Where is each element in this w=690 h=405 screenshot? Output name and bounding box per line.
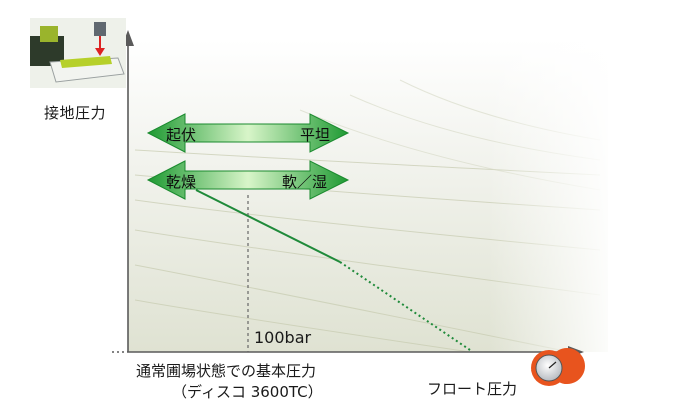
double-arrow-moisture: [146, 160, 350, 200]
reference-caption-line2: （ディスコ 3600TC）: [172, 383, 323, 401]
arrow-label-dry: 乾燥: [166, 173, 197, 191]
arrow-label-flat: 平坦: [300, 126, 331, 144]
arrow-label-soft-wet: 軟／湿: [282, 173, 328, 191]
reference-caption-line1: 通常圃場状態での基本圧力: [136, 362, 317, 380]
double-arrow-terrain: [146, 113, 350, 153]
y-axis-label: 接地圧力: [44, 104, 107, 122]
pressure-line: [195, 189, 471, 351]
pressure-gauge-icon: [531, 348, 585, 386]
mower-pressure-icon: [30, 18, 126, 88]
arrow-label-undulating: 起伏: [166, 126, 197, 144]
reference-value-label: 100bar: [254, 328, 312, 347]
x-axis-label: フロート圧力: [427, 380, 518, 398]
